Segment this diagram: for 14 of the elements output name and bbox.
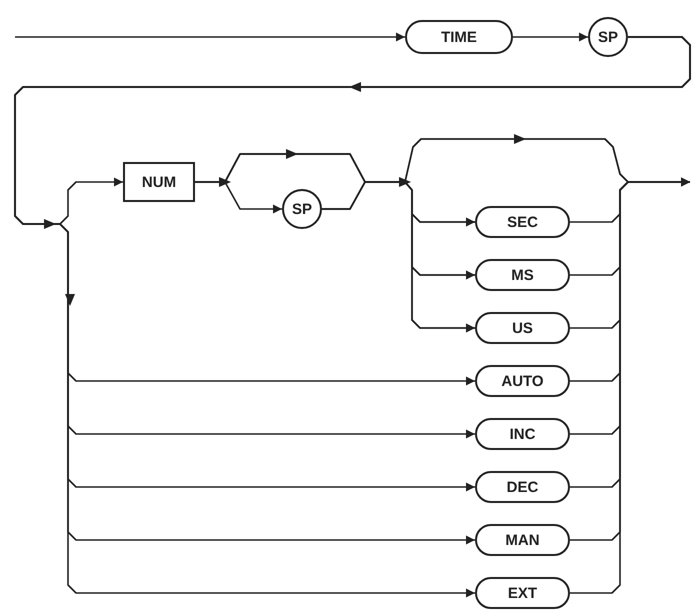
syntax-path [15, 32, 405, 42]
keyword-terminal: MAN [475, 524, 570, 556]
keyword-terminal: EXT [475, 577, 570, 609]
keyword-terminal: SEC [475, 206, 570, 238]
parameter-box: NUM [123, 162, 195, 202]
keyword-terminal: DEC [475, 471, 570, 503]
keyword-terminal: AUTO [475, 365, 570, 397]
keyword-terminal: TIME [405, 20, 513, 54]
keyword-terminal: MS [475, 259, 570, 291]
keyword-terminal: US [475, 312, 570, 344]
keyword-terminal: INC [475, 418, 570, 450]
terminal-circle: SP [588, 17, 628, 57]
syntax-path [513, 32, 588, 42]
terminal-circle: SP [282, 189, 322, 229]
